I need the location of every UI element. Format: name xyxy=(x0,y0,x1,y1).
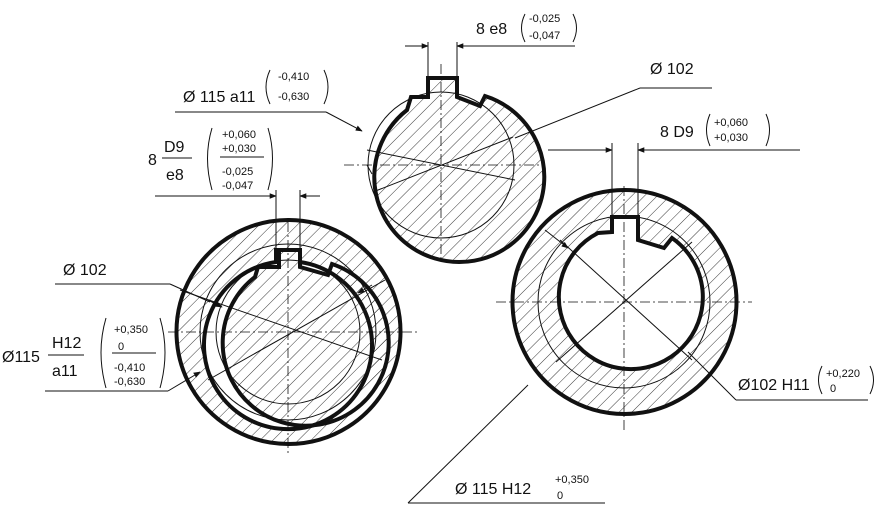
fit-major-shaft: a11 xyxy=(52,363,78,380)
fit-width-tol-3: -0,025 xyxy=(222,166,253,178)
hub-key-tol-lower: +0,030 xyxy=(714,132,748,144)
shaft-minor-dia-label: Ø 102 xyxy=(650,61,694,78)
assembly-section xyxy=(45,190,420,455)
shaft-major-tol-upper: -0,410 xyxy=(278,71,309,83)
hub-key-tol-upper: +0,060 xyxy=(714,117,748,129)
fit-major-tol-4: -0,630 xyxy=(114,376,145,388)
shaft-body xyxy=(372,76,547,264)
assembly-shaft xyxy=(220,248,391,428)
hub-minor-dia-label: Ø102 H11 xyxy=(738,377,810,394)
shaft-key-width-label: 8 e8 xyxy=(476,21,507,38)
shaft-section xyxy=(175,42,712,264)
shaft-key-tol-lower: -0,047 xyxy=(529,30,560,42)
fit-major-hole: H12 xyxy=(52,335,81,352)
fit-major-tol-2: 0 xyxy=(118,341,124,353)
shaft-major-tol-lower: -0,630 xyxy=(278,91,309,103)
fit-width-tol-4: -0,047 xyxy=(222,180,253,192)
fit-width-shaft: e8 xyxy=(166,167,184,184)
hub-section xyxy=(407,143,868,504)
shaft-major-dia-label: Ø 115 a11 xyxy=(183,89,255,106)
hub-major-dia-label: Ø 115 H12 xyxy=(455,481,531,498)
assembly-minor-dia-label: Ø 102 xyxy=(63,262,107,279)
fit-major-tol-3: -0,410 xyxy=(114,362,145,374)
hub-major-tol-upper: +0,350 xyxy=(555,474,589,486)
hub-minor-tol-upper: +0,220 xyxy=(826,368,860,380)
fit-width-prefix: 8 xyxy=(148,152,157,169)
fit-width-tol-2: +0,030 xyxy=(222,143,256,155)
fit-width-hole: D9 xyxy=(164,139,185,156)
hub-major-tol-lower: 0 xyxy=(557,490,563,502)
fit-width-tol-1: +0,060 xyxy=(222,129,256,141)
fit-major-tol-1: +0,350 xyxy=(114,324,148,336)
hub-minor-tol-lower: 0 xyxy=(830,383,836,395)
hub-key-width-label: 8 D9 xyxy=(660,124,694,141)
shaft-key-tol-upper: -0,025 xyxy=(529,13,560,25)
fit-major-prefix: Ø115 xyxy=(2,349,40,366)
